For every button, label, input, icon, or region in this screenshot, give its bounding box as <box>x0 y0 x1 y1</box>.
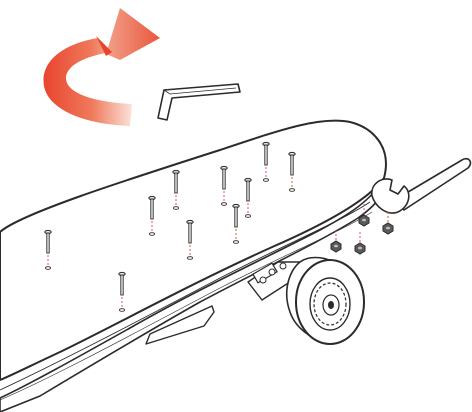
wheel-icon <box>287 258 364 345</box>
nut-icon <box>383 212 393 234</box>
hex-key-icon <box>158 84 240 120</box>
nut-icon <box>355 232 365 254</box>
rotate-arrow-icon <box>44 8 160 126</box>
